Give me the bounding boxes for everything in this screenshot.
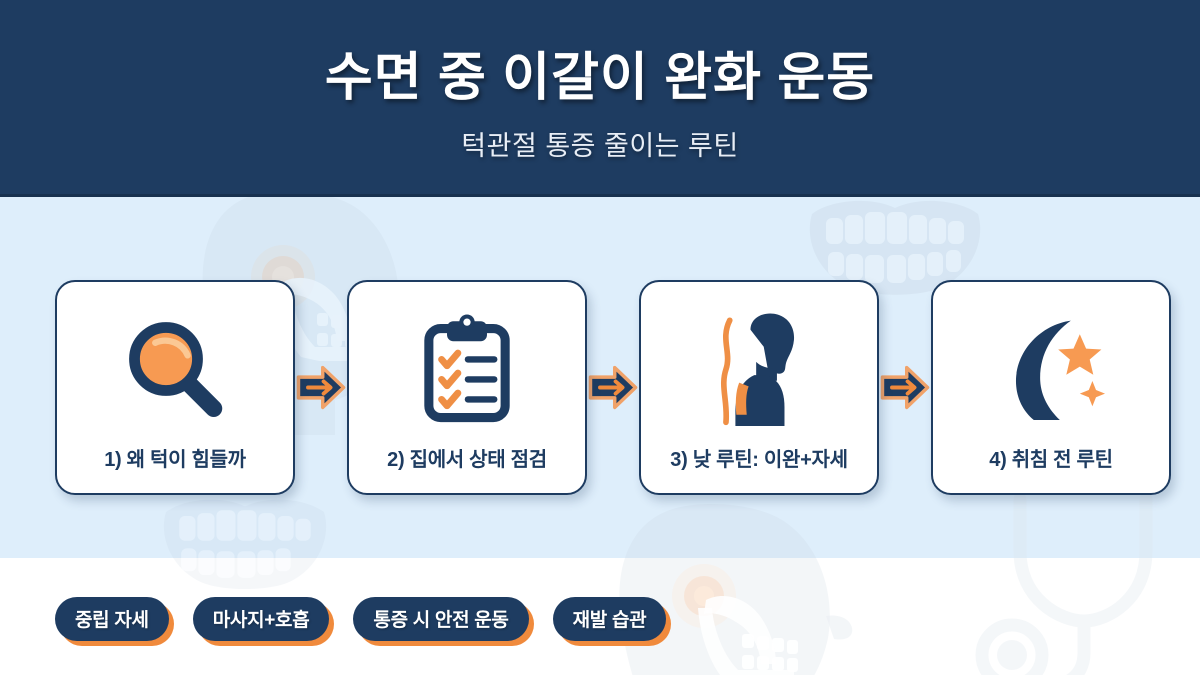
magnifier-icon (100, 309, 250, 427)
step-card-1-label: 1) 왜 턱이 힘들까 (104, 449, 246, 471)
step-arrow-2 (587, 280, 639, 495)
step-arrow-3 (879, 280, 931, 495)
step-arrow-1 (295, 280, 347, 495)
tag-pill-3[interactable]: 통증 시 안전 운동 (353, 597, 529, 641)
tag-pill-2[interactable]: 마사지+호흡 (192, 597, 330, 641)
tag-pill-1[interactable]: 중립 자세 (55, 597, 169, 641)
steps-row: 1) 왜 턱이 힘들까 (55, 280, 1171, 495)
step-card-4-label: 4) 취침 전 루틴 (989, 449, 1113, 471)
header-banner: 수면 중 이갈이 완화 운동 턱관절 통증 줄이는 루틴 (0, 0, 1200, 197)
tag-pill-4[interactable]: 재발 습관 (552, 597, 667, 641)
step-card-1[interactable]: 1) 왜 턱이 힘들까 (55, 280, 295, 495)
step-card-2[interactable]: 2) 집에서 상태 점검 (347, 280, 587, 495)
page-subtitle: 턱관절 통증 줄이는 루틴 (461, 130, 739, 161)
step-card-2-label: 2) 집에서 상태 점검 (387, 449, 547, 471)
page-title: 수면 중 이갈이 완화 운동 (324, 48, 876, 107)
step-card-3[interactable]: 3) 낮 루틴: 이완+자세 (639, 280, 879, 495)
posture-figure-icon (684, 309, 834, 427)
tag-pill-row: 중립 자세 마사지+호흡 통증 시 안전 운동 재발 습관 (55, 597, 667, 641)
step-card-4[interactable]: 4) 취침 전 루틴 (931, 280, 1171, 495)
step-card-3-label: 3) 낮 루틴: 이완+자세 (670, 449, 848, 471)
clipboard-checklist-icon (392, 309, 542, 427)
arrow-right-icon (880, 365, 930, 410)
arrow-right-icon (588, 365, 638, 410)
crescent-moon-star-icon (976, 309, 1126, 427)
arrow-right-icon (296, 365, 346, 410)
